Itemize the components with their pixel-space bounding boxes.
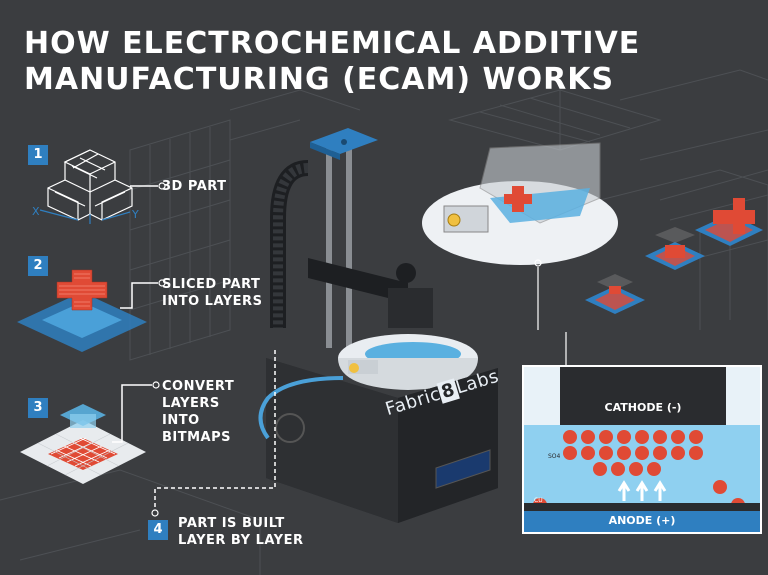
ion-flow-arrow: [617, 480, 631, 501]
cathode-block: CATHODE (-): [560, 367, 726, 425]
step-3-connector: [112, 381, 160, 443]
copper-ion: [599, 430, 613, 444]
step-1-label: 3D PART: [162, 178, 227, 195]
bath-connector: [534, 259, 542, 330]
copper-ion: [671, 446, 685, 460]
anode-block: ANODE (+): [524, 511, 760, 532]
step-2-connector: [120, 279, 166, 309]
free-copper-ion: [713, 480, 727, 494]
step-4-label: PART IS BUILT LAYER BY LAYER: [178, 515, 303, 549]
copper-ion: [563, 430, 577, 444]
ion-flow-arrow: [635, 480, 649, 501]
step-3-label-line: BITMAPS: [162, 430, 232, 445]
cathode-label: CATHODE (-): [604, 401, 682, 414]
layer-build-progression: [585, 198, 763, 314]
step-4-number: 4: [148, 520, 168, 540]
step-3-label-line: INTO: [162, 413, 200, 428]
copper-ion: [617, 446, 631, 460]
sulfate-label: SO4: [548, 453, 561, 460]
ecam-printer: [258, 128, 498, 523]
ion-label: CU: [534, 497, 543, 504]
step-1-number: 1: [28, 145, 48, 165]
anode-array: [524, 503, 760, 511]
copper-ion: [581, 446, 595, 460]
axis-y-label: Y: [132, 208, 139, 221]
step-2-label-line: SLICED PART: [162, 277, 261, 292]
title-line-2: MANUFACTURING (ECAM) WORKS: [24, 62, 615, 97]
copper-ion: [647, 462, 661, 476]
electrochemical-cell: CATHODE (-) CU SO4 ANODE (+): [522, 365, 762, 534]
sliced-part-icon: [17, 269, 147, 352]
anode-label: ANODE (+): [608, 514, 676, 527]
copper-ion: [629, 462, 643, 476]
step-2-label-line: INTO LAYERS: [162, 294, 263, 309]
title-line-1: HOW ELECTROCHEMICAL ADDITIVE: [24, 26, 641, 61]
copper-ion: [653, 446, 667, 460]
copper-ion: [611, 462, 625, 476]
copper-ion: [581, 430, 595, 444]
step-1-connector: [130, 182, 166, 190]
copper-ions: [533, 430, 745, 512]
3d-part-icon: [39, 149, 133, 224]
copper-ion: [635, 430, 649, 444]
ion-flow-arrow: [653, 480, 667, 501]
bitmap-icon: [20, 404, 146, 484]
axis-x-label: X: [32, 205, 40, 218]
step-4-label-line: PART IS BUILT: [178, 516, 285, 531]
page-title: HOW ELECTROCHEMICAL ADDITIVE MANUFACTURI…: [24, 26, 640, 98]
step-3-label-line: CONVERT: [162, 379, 235, 394]
step-3-label: CONVERT LAYERS INTO BITMAPS: [162, 378, 234, 446]
copper-ion: [689, 430, 703, 444]
copper-ion: [671, 430, 685, 444]
copper-ion: [599, 446, 613, 460]
step-2-number: 2: [28, 256, 48, 276]
step-1-label-line: 3D PART: [162, 179, 227, 194]
step-3-number: 3: [28, 398, 48, 418]
copper-ion: [635, 446, 649, 460]
copper-ion: [593, 462, 607, 476]
step-4-label-line: LAYER BY LAYER: [178, 533, 304, 548]
step-3-label-line: LAYERS: [162, 396, 220, 411]
copper-ion: [689, 446, 703, 460]
step-2-label: SLICED PART INTO LAYERS: [162, 276, 262, 310]
bath-closeup: [422, 142, 618, 265]
step-4-connector: [151, 350, 276, 517]
copper-ion: [563, 446, 577, 460]
copper-ion: [617, 430, 631, 444]
copper-ion: [653, 430, 667, 444]
